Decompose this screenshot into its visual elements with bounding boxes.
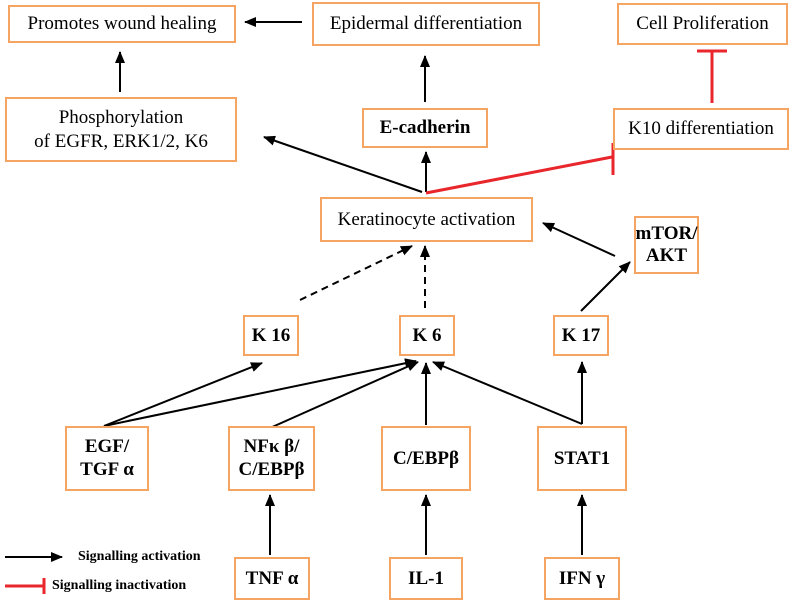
node-k17: K 17 bbox=[553, 315, 609, 356]
node-mtor-akt: mTOR/ AKT bbox=[634, 216, 699, 274]
node-ifn: IFN γ bbox=[544, 557, 620, 600]
node-stat1: STAT1 bbox=[537, 426, 627, 491]
node-cell-proliferation: Cell Proliferation bbox=[617, 3, 788, 45]
node-epidermal-differentiation: Epidermal differentiation bbox=[312, 2, 540, 46]
node-k10-differentiation: K10 differentiation bbox=[613, 108, 789, 150]
node-promotes-wound-healing: Promotes wound healing bbox=[8, 5, 236, 43]
arrow-egf-to-k6 bbox=[103, 358, 417, 427]
arrow-k17-to-mtor bbox=[580, 261, 631, 312]
node-nfkb-cebp: NFκ β/ C/EBPβ bbox=[228, 426, 315, 491]
node-tnf: TNF α bbox=[234, 557, 310, 600]
node-il1: IL-1 bbox=[389, 557, 463, 600]
node-e-cadherin: E-cadherin bbox=[362, 108, 488, 148]
arrow-nfk-to-k6 bbox=[269, 361, 419, 429]
arrow-egf-to-k16 bbox=[103, 362, 263, 427]
node-egf-tgf: EGF/ TGF α bbox=[65, 426, 149, 491]
node-phosphorylation: Phosphorylation of EGFR, ERK1/2, K6 bbox=[5, 97, 237, 162]
node-k16: K 16 bbox=[243, 315, 299, 356]
arrow-stat1-to-k6 bbox=[432, 361, 583, 425]
node-k6: K 6 bbox=[399, 315, 455, 356]
arrow-mtor-to-kact bbox=[542, 222, 616, 257]
node-keratinocyte-activation: Keratinocyte activation bbox=[320, 197, 533, 242]
legend-inactivation-label: Signalling inactivation bbox=[52, 578, 187, 593]
inhibit-kact-to-k10 bbox=[425, 155, 613, 195]
node-cebp: C/EBPβ bbox=[381, 426, 471, 491]
legend-activation-label: Signalling activation bbox=[78, 549, 201, 564]
arrow-kact-to-phosphorylation bbox=[263, 135, 423, 193]
arrow-k16-to-kact-dashed bbox=[299, 245, 413, 301]
